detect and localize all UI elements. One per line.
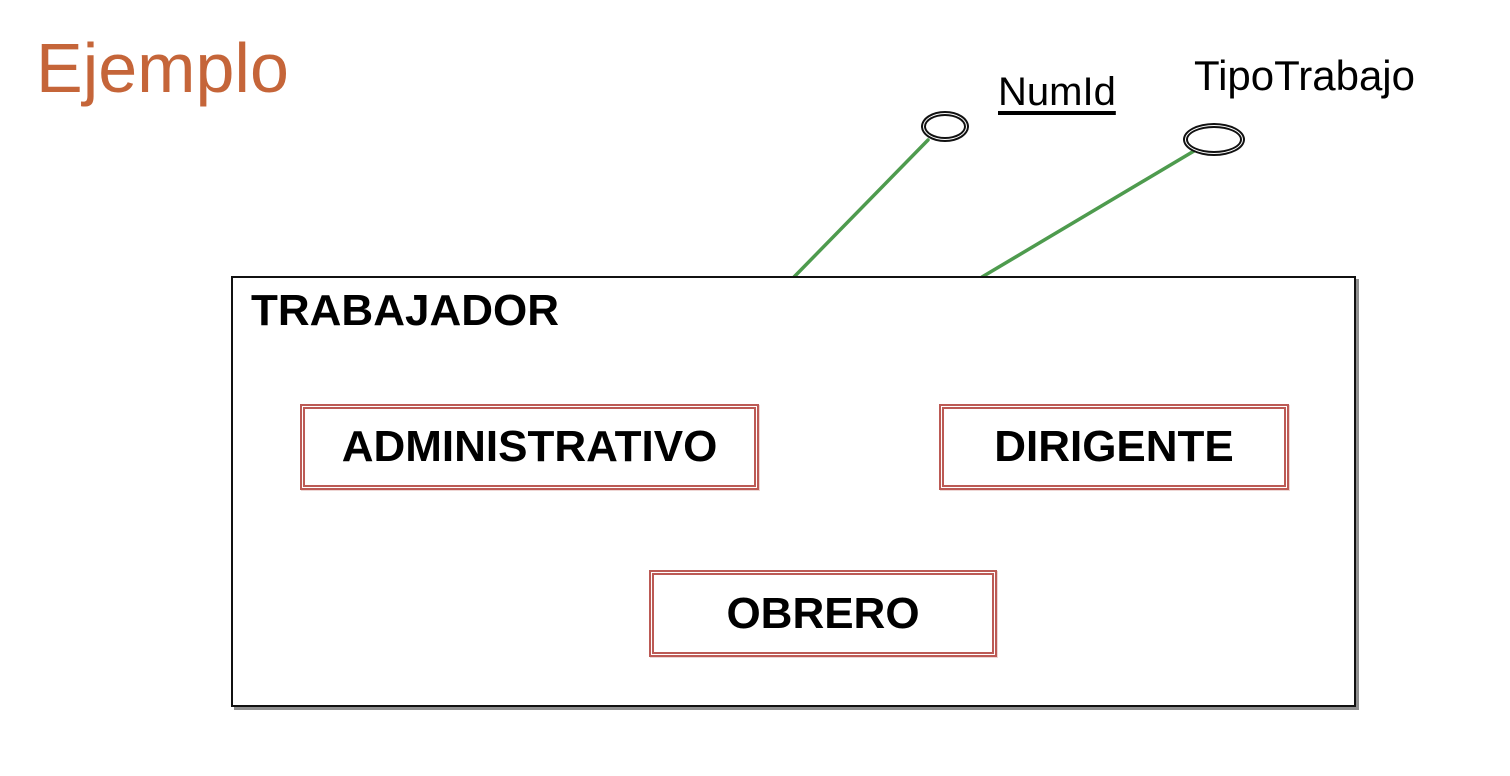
subtype-administrativo: ADMINISTRATIVO xyxy=(300,404,759,490)
connector-numid-line xyxy=(792,138,930,279)
page-title: Ejemplo xyxy=(36,29,289,107)
subtype-obrero: OBRERO xyxy=(649,570,997,657)
connector-tipotrabajo-line xyxy=(980,149,1196,279)
entity-trabajador: TRABAJADOR ADMINISTRATIVO DIRIGENTE OBRE… xyxy=(231,276,1356,707)
attribute-ellipse-numid xyxy=(921,111,969,142)
entity-title: TRABAJADOR xyxy=(251,286,559,335)
attribute-label-tipotrabajo: TipoTrabajo xyxy=(1194,52,1415,99)
subtype-dirigente: DIRIGENTE xyxy=(939,404,1289,490)
attribute-label-numid: NumId xyxy=(998,70,1116,114)
attribute-ellipse-tipotrabajo xyxy=(1183,123,1245,156)
